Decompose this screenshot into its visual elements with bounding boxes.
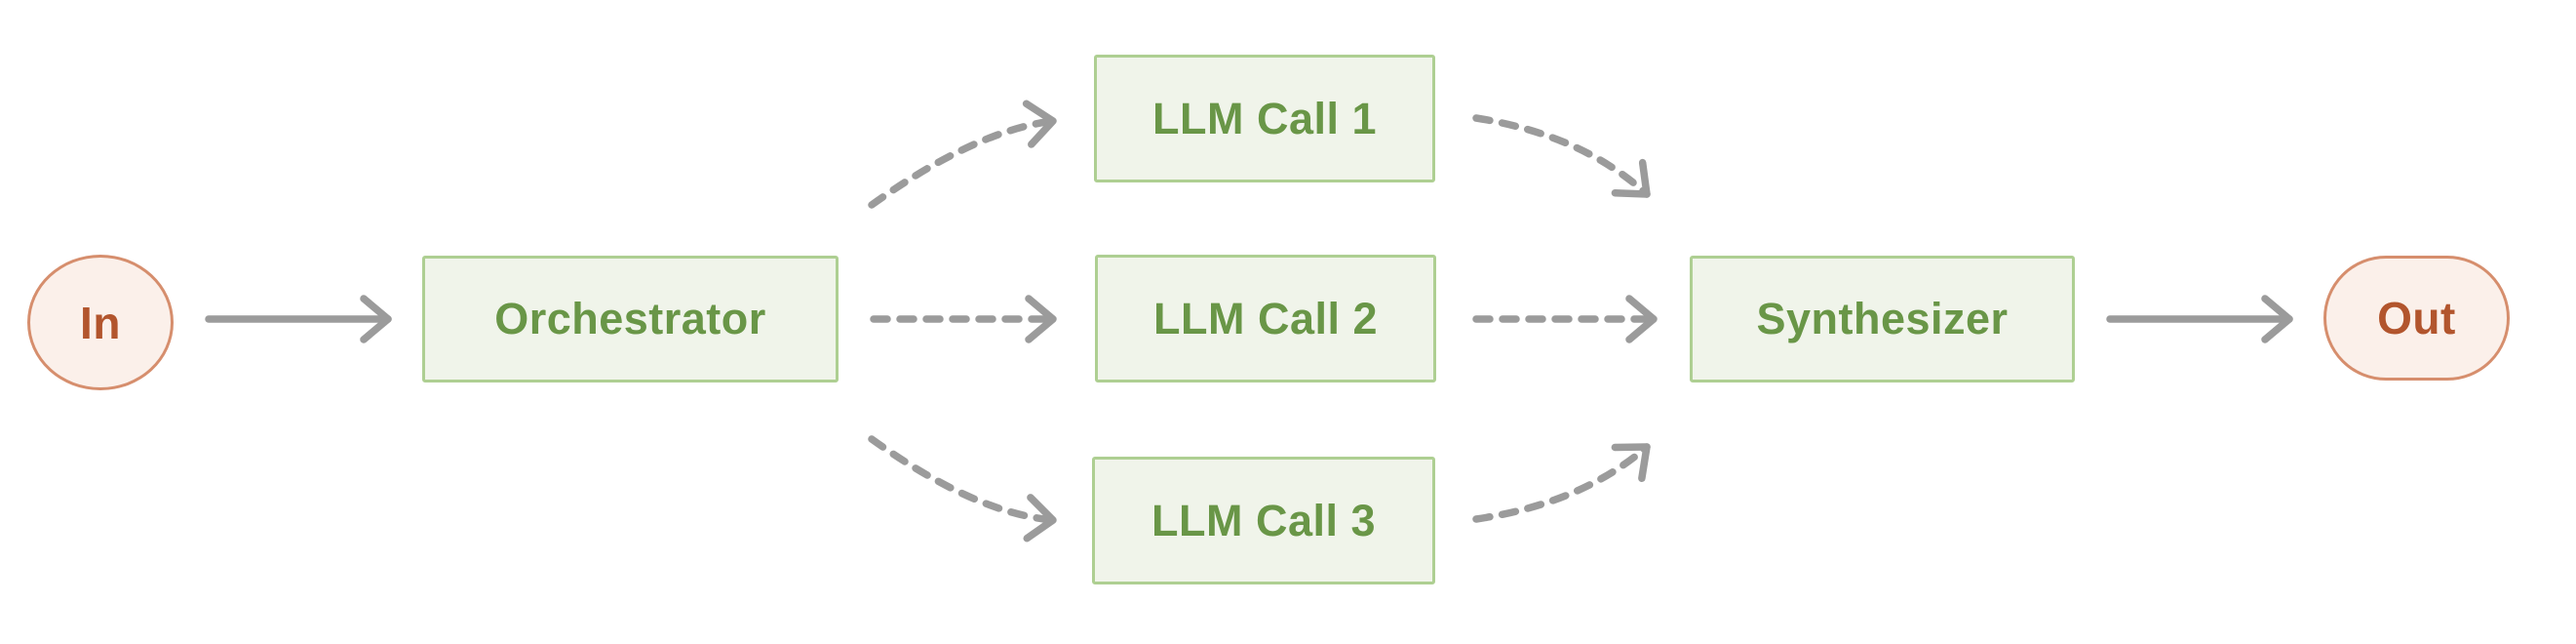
node-llm-call-2: LLM Call 2 bbox=[1095, 255, 1436, 382]
node-in: In bbox=[27, 255, 174, 390]
edge-llm3-to-synthesizer bbox=[1472, 443, 1651, 523]
edge-llm1-to-synthesizer bbox=[1472, 114, 1651, 198]
node-llm-call-1-label: LLM Call 1 bbox=[1151, 93, 1378, 143]
edge-orchestrator-to-llm1 bbox=[868, 100, 1057, 209]
node-out-label: Out bbox=[2377, 293, 2456, 343]
node-llm-call-2-label: LLM Call 2 bbox=[1152, 293, 1379, 343]
node-llm-call-3-label: LLM Call 3 bbox=[1151, 495, 1377, 545]
edge-orchestrator-to-llm3 bbox=[868, 435, 1057, 543]
node-synthesizer-label: Synthesizer bbox=[1756, 294, 2009, 343]
node-synthesizer: Synthesizer bbox=[1690, 256, 2075, 382]
node-llm-call-1: LLM Call 1 bbox=[1094, 55, 1435, 182]
node-out: Out bbox=[2323, 256, 2510, 381]
node-orchestrator: Orchestrator bbox=[422, 256, 839, 382]
node-llm-call-3: LLM Call 3 bbox=[1092, 457, 1435, 584]
node-orchestrator-label: Orchestrator bbox=[494, 294, 766, 343]
node-in-label: In bbox=[80, 297, 121, 348]
